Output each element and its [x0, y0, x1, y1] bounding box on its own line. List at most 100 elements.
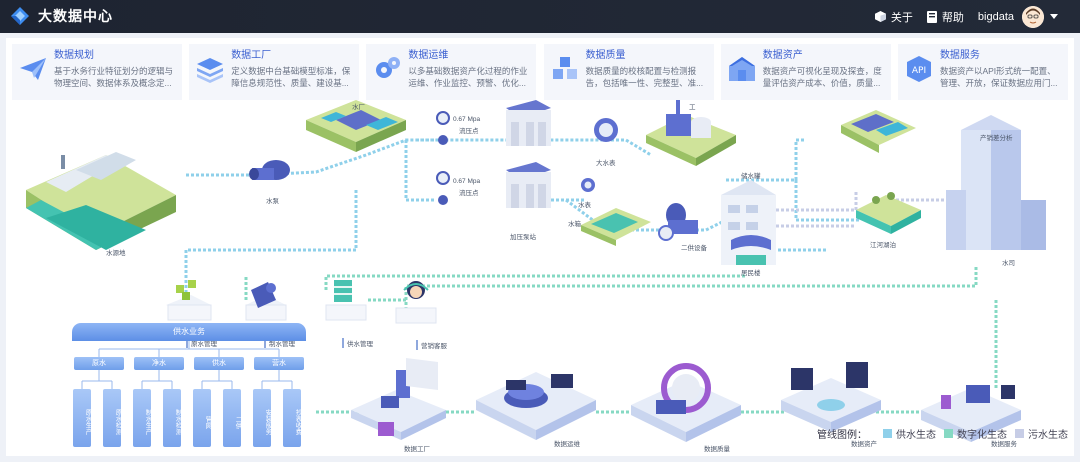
- residential-building: [721, 180, 776, 265]
- pressure-sensor-2: [436, 171, 450, 205]
- card-data-factory[interactable]: 数据工厂定义数据中台基础模型标准，保障信息规范性、质量、建设基...: [189, 44, 360, 100]
- tree-node-sales[interactable]: 营水: [254, 357, 304, 370]
- label-resident: 居民楼: [741, 270, 761, 277]
- label-pressure-2-value: 0.67 Mpa: [453, 178, 481, 185]
- module-data-ops: [476, 372, 596, 440]
- tree-leaf[interactable]: 管网: [193, 389, 211, 447]
- source-mgmt-icon: [166, 280, 212, 321]
- label-storage-tank: 储水罐: [741, 173, 761, 180]
- module-cards: 数据规划基于水务行业特征划分的逻辑与物理空间、数据体系及概念定... 数据工厂定…: [12, 44, 1068, 100]
- label-data-assets: 数据资产: [851, 441, 877, 448]
- tree-connectors: [81, 341, 293, 389]
- about-link[interactable]: 关于: [874, 9, 913, 25]
- card-data-quality[interactable]: 数据质量数据质量的校核配置与检测报告，包括唯一性、完整型、准...: [543, 44, 714, 100]
- top-header: 大数据中心 关于 帮助 bigdata: [0, 0, 1080, 33]
- water-plant-building: [306, 100, 406, 152]
- module-data-factory: [351, 358, 446, 440]
- water-ecosystem-diagram: 水源地 水泵 水厂 0.67 Mpa 流压点 0.67 Mpa 流压点 加压泵站…: [6, 100, 1074, 456]
- tree-node-raw-water[interactable]: 原水: [74, 357, 124, 370]
- module-data-quality: [631, 363, 741, 442]
- label-river-lake: 江河湖泊: [870, 242, 896, 249]
- label-secondary-supply: 二供设备: [681, 245, 707, 252]
- card-title: 数据规划: [54, 50, 94, 61]
- pressure-station: [506, 100, 551, 208]
- legend-label: 污水生态: [1028, 430, 1068, 441]
- water-pool: [581, 208, 651, 246]
- card-desc: 定义数据中台基础模型标准，保障信息规范性、质量、建设基...: [231, 66, 351, 88]
- card-title: 数据质量: [585, 50, 626, 61]
- legend-swatch-sewage: [1015, 429, 1024, 438]
- pipeline-canvas: [26, 100, 1046, 442]
- card-data-assets[interactable]: 数据资产数据资产可视化呈现及探查，度量评估资产成本、价值，质量...: [720, 44, 891, 100]
- tree-leaf[interactable]: 安装服务: [253, 389, 271, 447]
- big-meter: [594, 118, 618, 142]
- header-nav: 关于 帮助 bigdata: [861, 0, 1058, 33]
- legend-swatch-water: [883, 429, 892, 438]
- tree-leaf[interactable]: 原水检测: [103, 389, 121, 447]
- app-title: 大数据中心: [38, 8, 113, 24]
- label-water-pump: 水泵: [266, 198, 279, 205]
- main-panel: 数据规划基于水务行业特征划分的逻辑与物理空间、数据体系及概念定... 数据工厂定…: [6, 38, 1074, 456]
- water-source-dam: [26, 152, 176, 250]
- label-production-mgmt: 制水管理: [264, 338, 295, 348]
- business-tree: 供水业务 原水 净水 供水 营水 原水生产 原水检测 制水生产 制水检测 管网 …: [62, 323, 314, 455]
- cubes-icon: [552, 57, 577, 79]
- water-company-tower: [946, 115, 1046, 250]
- sewage-plant: [841, 110, 916, 153]
- card-data-ops[interactable]: 数据运维以多基础数据资产化过程的作业运维、作业监控、预警、优化...: [366, 44, 537, 100]
- pressure-sensor-1: [436, 111, 450, 145]
- tree-leaf[interactable]: 抄表收费: [283, 389, 301, 447]
- svg-text:API: API: [912, 66, 926, 76]
- card-title: 数据工厂: [231, 50, 272, 61]
- supply-mgmt-icon: [325, 280, 367, 321]
- legend-label: 数字化生态: [957, 430, 1007, 441]
- card-desc: 基于水务行业特征划分的逻辑与物理空间、数据体系及概念定...: [54, 66, 174, 88]
- marketing-service-icon: [395, 281, 437, 324]
- label-data-factory: 数据工厂: [404, 446, 430, 453]
- tree-root[interactable]: 供水业务: [72, 323, 306, 341]
- about-label: 关于: [890, 11, 913, 24]
- module-data-assets: [781, 362, 881, 432]
- cube-icon: [874, 11, 886, 22]
- tree-leaf[interactable]: 制水检测: [163, 389, 181, 447]
- chevron-down-icon: [1050, 14, 1058, 19]
- help-label: 帮助: [941, 11, 964, 24]
- industry-site: [646, 100, 736, 166]
- label-source-mgmt: 原水管理: [186, 338, 217, 348]
- house-icon: [728, 57, 755, 81]
- tree-node-supply[interactable]: 供水: [194, 357, 244, 370]
- tree-leaf[interactable]: 二供: [223, 389, 241, 447]
- user-menu[interactable]: bigdata: [978, 5, 1058, 28]
- card-data-planning[interactable]: 数据规划基于水务行业特征划分的逻辑与物理空间、数据体系及概念定...: [12, 44, 182, 100]
- help-link[interactable]: 帮助: [926, 9, 964, 25]
- label-pressure-1: 流压点: [459, 128, 479, 135]
- label-pressure-1-value: 0.67 Mpa: [453, 116, 481, 123]
- app-logo[interactable]: 大数据中心: [10, 6, 113, 26]
- pipe-digital: [244, 265, 998, 414]
- tree-leaf[interactable]: 制水生产: [133, 389, 151, 447]
- label-pool: 水箱: [568, 221, 581, 228]
- logo-icon: [11, 7, 29, 25]
- river-lake: [856, 192, 921, 234]
- label-water-plant: 水厂: [352, 104, 365, 111]
- api-icon: API: [906, 56, 931, 82]
- label-water-company: 水司: [1002, 260, 1015, 267]
- book-icon: [926, 10, 937, 23]
- label-water-source: 水源地: [106, 250, 126, 257]
- label-factory-small: 工: [689, 104, 696, 111]
- tree-node-purify[interactable]: 净水: [134, 357, 184, 370]
- label-supply-mgmt: 供水管理: [342, 338, 373, 348]
- small-meter: [581, 178, 595, 192]
- production-mgmt-icon: [245, 282, 287, 321]
- legend-swatch-digital: [944, 429, 953, 438]
- label-big-meter: 大水表: [596, 160, 616, 167]
- card-title: 数据运维: [408, 50, 449, 61]
- stack-layers-icon: [197, 58, 224, 83]
- tree-leaf[interactable]: 原水生产: [73, 389, 91, 447]
- label-data-service: 数据服务: [991, 441, 1017, 448]
- label-industry-analysis: 产销差分析: [980, 135, 1013, 142]
- label-pressure-2: 流压点: [459, 190, 479, 197]
- card-data-service[interactable]: API 数据服务数据资产以API形式统一配置、管理、开放，保证数据应用门...: [897, 44, 1068, 100]
- avatar: [1022, 5, 1044, 28]
- label-small-meter: 水表: [578, 202, 591, 209]
